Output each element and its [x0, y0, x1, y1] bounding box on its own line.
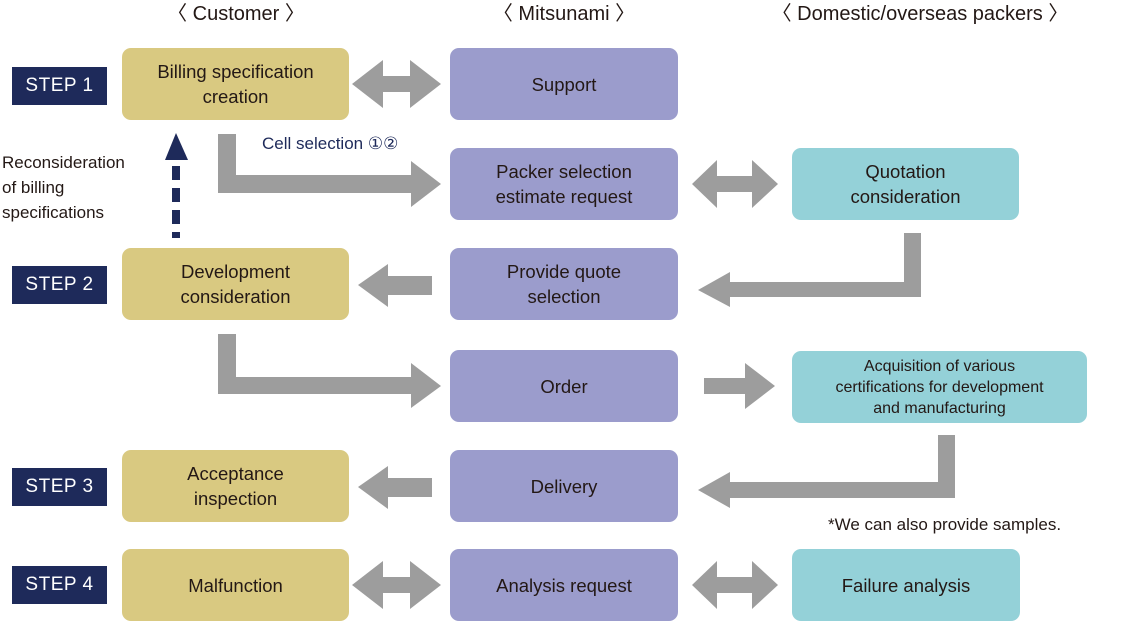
column-header-customer: 〈 Customer 〉	[167, 3, 305, 25]
elbow-arrow-certifications-to-delivery	[698, 435, 955, 508]
column-header-packers: 〈 Domestic/overseas packers 〉	[771, 3, 1069, 25]
box-provide-quote-selection: Provide quote selection	[450, 248, 678, 320]
box-delivery: Delivery	[450, 450, 678, 522]
double-arrow-malfunction-analysis	[352, 561, 441, 609]
box-label: Delivery	[530, 475, 598, 497]
step-badge-1: STEP 1	[12, 67, 107, 105]
box-label: Acquisition of various certifications fo…	[835, 357, 1044, 417]
elbow-arrow-quotation-to-provide-quote	[698, 233, 921, 307]
box-label: Support	[531, 73, 597, 95]
box-acceptance-inspection: Acceptance inspection	[122, 450, 349, 522]
arrow-order-to-certifications	[704, 363, 775, 409]
box-order: Order	[450, 350, 678, 422]
reconsideration-label: Reconsideration of billing specification…	[2, 153, 125, 222]
box-acquisition-of-certifications: Acquisition of various certifications fo…	[792, 351, 1087, 423]
box-billing-specification-creation: Billing specification creation	[122, 48, 349, 120]
box-label: Malfunction	[188, 574, 283, 596]
elbow-arrow-billing-to-packer-selection	[218, 134, 441, 207]
box-label: Acceptance inspection	[187, 463, 284, 509]
double-arrow-analysis-failure	[692, 561, 778, 609]
box-label: Failure analysis	[841, 574, 971, 596]
elbow-arrow-development-to-order	[218, 334, 441, 408]
box-label: Development consideration	[180, 261, 291, 307]
double-arrow-billing-support	[352, 60, 441, 108]
box-support: Support	[450, 48, 678, 120]
step-badge-2: STEP 2	[12, 266, 107, 304]
box-label: Billing specification creation	[157, 61, 314, 107]
box-label: Provide quote selection	[506, 261, 622, 307]
box-label: Quotation consideration	[850, 161, 961, 207]
box-label: Analysis request	[496, 574, 632, 596]
box-malfunction: Malfunction	[122, 549, 349, 621]
dashed-up-arrow-reconsideration	[165, 133, 188, 238]
arrow-delivery-to-acceptance	[358, 466, 432, 509]
cell-selection-label: Cell selection ①②	[262, 134, 399, 153]
box-failure-analysis: Failure analysis	[792, 549, 1020, 621]
box-label: Packer selection estimate request	[495, 161, 633, 207]
column-header-mitsunami: 〈 Mitsunami 〉	[492, 3, 636, 25]
box-packer-selection-estimate-request: Packer selection estimate request	[450, 148, 678, 220]
samples-note: *We can also provide samples.	[828, 515, 1062, 534]
double-arrow-packer-quotation	[692, 160, 778, 208]
box-analysis-request: Analysis request	[450, 549, 678, 621]
step-badge-3: STEP 3	[12, 468, 107, 506]
box-quotation-consideration: Quotation consideration	[792, 148, 1019, 220]
arrow-provide-quote-to-development	[358, 264, 432, 307]
box-label: Order	[540, 375, 588, 397]
box-development-consideration: Development consideration	[122, 248, 349, 320]
step-badge-4: STEP 4	[12, 566, 107, 604]
